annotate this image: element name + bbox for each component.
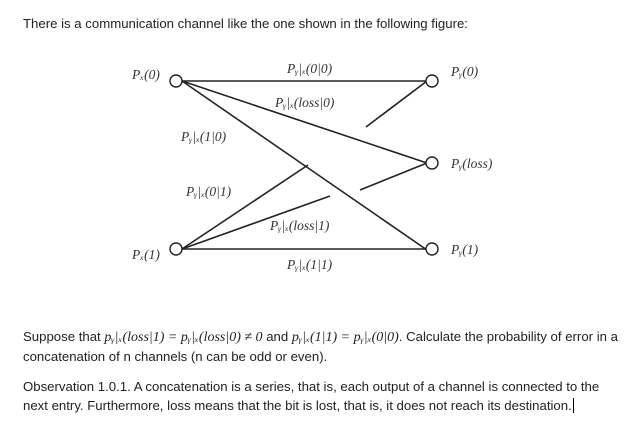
condition-loss-equal: pᵧ|ₓ(loss|1) = pᵧ|ₓ(loss|0) ≠ 0 <box>104 330 263 345</box>
edge-label-0-1: Pᵧ|ₓ(0|1) <box>185 184 232 199</box>
output-node-1 <box>425 242 439 256</box>
edge-1-to-loss-lower <box>181 195 331 250</box>
output-label-loss: Pᵧ(loss) <box>450 156 493 171</box>
problem-lead: Suppose that <box>23 329 105 344</box>
input-node-1 <box>169 242 183 256</box>
problem-statement: Suppose that pᵧ|ₓ(loss|1) = pᵧ|ₓ(loss|0)… <box>23 327 623 366</box>
edge-label-1-0: Pᵧ|ₓ(1|0) <box>180 129 227 144</box>
output-node-0 <box>425 74 439 88</box>
edge-0-to-1 <box>181 80 428 251</box>
intro-text: There is a communication channel like th… <box>23 16 468 31</box>
observation-text: Observation 1.0.1. A concatenation is a … <box>23 379 600 413</box>
problem-tail: . Calculate the probability of error in … <box>23 329 618 364</box>
output-label-0: Pᵧ(0) <box>450 64 479 79</box>
condition-correct-equal: pᵧ|ₓ(1|1) = pᵧ|ₓ(0|0) <box>291 330 399 345</box>
input-label-0: Pₓ(0) <box>131 67 160 82</box>
problem-and: and <box>262 329 292 344</box>
edge-label-loss-1: Pᵧ|ₓ(loss|1) <box>269 218 330 233</box>
input-node-0 <box>169 74 183 88</box>
edge-label-0-0: Pᵧ|ₓ(0|0) <box>286 61 333 76</box>
output-label-1: Pᵧ(1) <box>450 242 479 257</box>
channel-diagram: Pₓ(0) Pₓ(1) Pᵧ(0) Pᵧ(loss) Pᵧ(1) Pᵧ|ₓ(0|… <box>131 61 493 272</box>
edge-1-to-loss-upper <box>359 162 428 191</box>
edge-1-to-0-upper <box>365 80 428 128</box>
edge-0-to-loss <box>181 80 428 164</box>
edge-label-1-1: Pᵧ|ₓ(1|1) <box>286 257 333 272</box>
edge-label-loss-0: Pᵧ|ₓ(loss|0) <box>274 95 335 110</box>
output-node-loss <box>425 156 439 170</box>
edge-1-to-0-lower <box>181 164 309 250</box>
observation-paragraph: Observation 1.0.1. A concatenation is a … <box>23 377 623 415</box>
input-label-1: Pₓ(1) <box>131 247 160 262</box>
text-cursor <box>572 398 574 413</box>
